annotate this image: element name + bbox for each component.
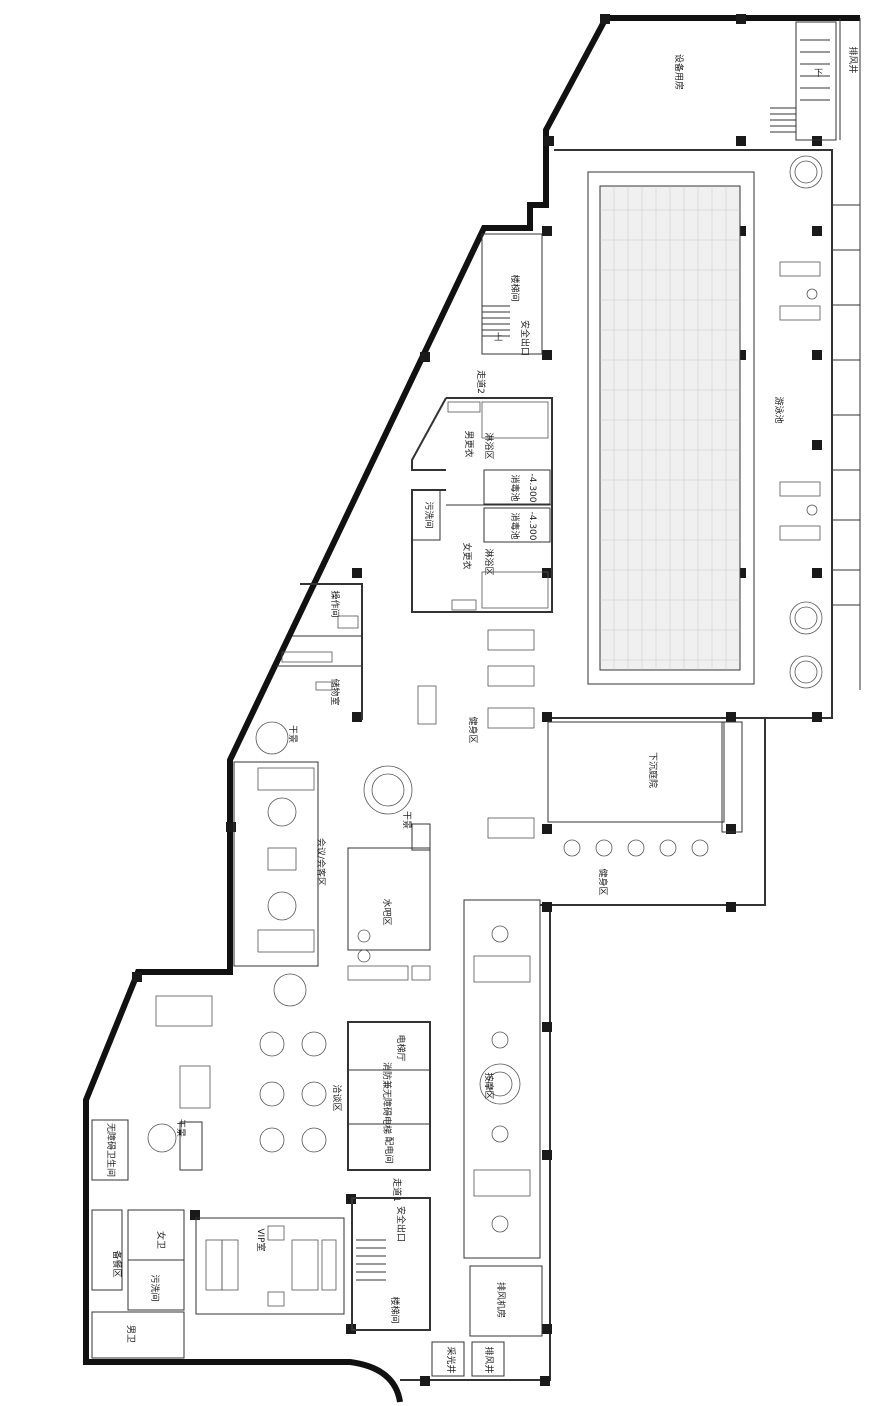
meeting-room: 会议/会客区 xyxy=(233,761,327,1007)
male-toilet-label: 男卫 xyxy=(125,1325,136,1343)
light-well-label: 采光井 xyxy=(445,1346,457,1373)
vip-room: VIP室 xyxy=(195,1217,345,1315)
exhaust-well-top-label: 排风井 xyxy=(847,46,859,73)
dining-area: 洽谈区 干景 xyxy=(147,995,343,1171)
fire-elevator-label: 消防兼无障碍电梯 xyxy=(381,1062,393,1134)
pool-hatch xyxy=(600,186,740,670)
elevator-hall-label: 电梯厅 xyxy=(395,1034,407,1061)
fitness-area-top-label: 健身区 xyxy=(467,716,479,743)
bikes xyxy=(563,839,709,857)
dry-landscape-1-label: 干景 xyxy=(401,811,412,829)
equipment-room-label: 设备用房 xyxy=(673,54,685,90)
water-bar-label: 水吧区 xyxy=(381,898,393,925)
treadmills xyxy=(417,629,535,839)
dirty-room-bottom-label: 污洗间 xyxy=(149,1274,161,1301)
exhaust-well-label: 排风井 xyxy=(483,1346,495,1373)
exit-top-label: 安全出口 xyxy=(519,320,531,356)
pool-label: 游泳池 xyxy=(773,396,785,423)
stair-room-bottom-label: 楼梯间 xyxy=(389,1296,401,1323)
female-toilet-label: 女卫 xyxy=(155,1231,167,1249)
exhaust-room-label: 排风机房 xyxy=(495,1282,507,1318)
shower-bottom-label: 淋浴区 xyxy=(483,548,495,575)
equipment-room: 设备用房 排风井 下 xyxy=(673,21,859,141)
pantry-label: 备餐区 xyxy=(111,1250,123,1277)
male-locker-label: 男更衣 xyxy=(463,430,475,457)
pool-area: 游泳池 xyxy=(587,18,861,690)
structural-columns xyxy=(132,14,822,1386)
pool-loungers xyxy=(779,261,821,541)
level-2-label: -4.300 xyxy=(527,511,537,540)
massage-area-label: 按摩区 xyxy=(483,1072,495,1099)
stair-room-top-label: 楼梯间 xyxy=(509,274,521,301)
pool-round-plants xyxy=(789,155,823,689)
elevator-block: 电梯厅 消防兼无障碍电梯 配电间 xyxy=(347,1021,431,1171)
downward-courtyard-label: 下沉庭院 xyxy=(647,752,659,788)
meeting-room-label: 会议/会客区 xyxy=(315,838,327,886)
accessible-toilet-label: 无障碍卫生间 xyxy=(105,1123,117,1177)
fitness-area-right-label: 健身区 xyxy=(597,868,609,895)
locker-block: 消毒池 -4.300 消毒池 -4.300 男更衣 淋浴区 女更衣 淋浴区 污洗… xyxy=(411,397,553,613)
bottom-stair: 走道1 安全出口 楼梯间 排风机房 采光井 排风井 xyxy=(351,1178,543,1377)
level-1-label: -4.300 xyxy=(527,473,537,502)
massage-area: 按摩区 xyxy=(463,899,541,1259)
storage-room-label: 储物室 xyxy=(329,678,341,705)
water-bar: 干景 水吧区 干景 xyxy=(255,721,431,981)
toilets-pantry: 无障碍卫生间 女卫 污洗间 备餐区 男卫 xyxy=(91,1119,185,1359)
corridor2-label: 走道2 xyxy=(475,370,487,394)
up-arrow-text: 上 xyxy=(494,332,503,343)
dining-area-label: 洽谈区 xyxy=(331,1084,343,1111)
down-arrow-text: 下 xyxy=(814,69,823,79)
fitness-area: 健身区 健身区 下沉庭院 xyxy=(417,629,743,896)
female-locker-label: 女更衣 xyxy=(461,542,473,569)
disinfection-pool-1-label: 消毒池 xyxy=(509,474,521,501)
exterior-walls xyxy=(83,15,860,1403)
operation-storage: 操作间 储物室 xyxy=(276,583,363,720)
dry-landscape-3-label: 干景 xyxy=(175,1119,186,1137)
disinfection-pool-2-label: 消毒池 xyxy=(509,512,521,539)
dry-landscape-2-label: 干景 xyxy=(287,725,298,743)
corridor1-label: 走道1 xyxy=(391,1178,403,1202)
vip-room-label: VIP室 xyxy=(255,1228,267,1251)
dirty-room-top-label: 污洗间 xyxy=(423,501,435,528)
shower-top-label: 淋浴区 xyxy=(483,432,495,459)
electrical-room-label: 配电间 xyxy=(383,1136,395,1163)
top-stair: 楼梯间 安全出口 上 走道2 xyxy=(475,233,543,394)
operation-room-label: 操作间 xyxy=(329,590,341,617)
exit-bottom-label: 安全出口 xyxy=(395,1206,407,1242)
